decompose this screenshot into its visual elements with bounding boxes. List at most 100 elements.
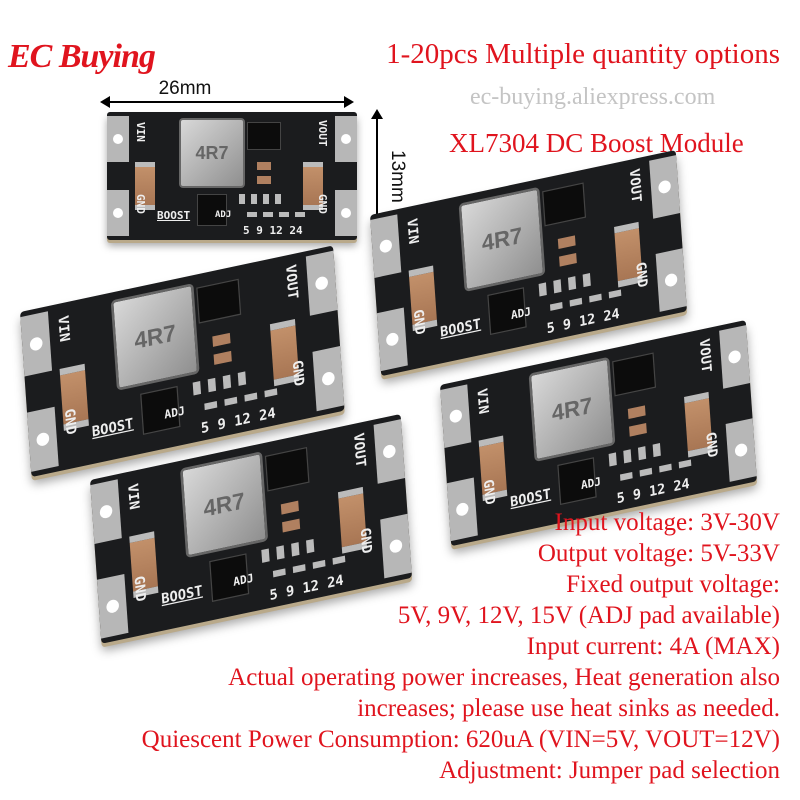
solder-pad <box>649 155 681 219</box>
spec-line: Input voltage: 3V-30V <box>554 509 780 536</box>
resistor <box>623 449 632 464</box>
gnd-label: GND <box>61 407 80 437</box>
mounting-hole <box>99 503 113 520</box>
product-title: XL7304 DC Boost Module <box>449 128 744 158</box>
resistor <box>652 443 661 458</box>
resistor <box>275 194 281 204</box>
jumper-pad <box>247 212 257 217</box>
spec-line: Fixed output voltage: <box>566 571 780 598</box>
jumper-pad <box>678 459 692 469</box>
mounting-hole <box>734 442 748 458</box>
jumper-pad <box>639 467 653 477</box>
width-arrow-icon <box>100 96 354 108</box>
mounting-hole <box>314 275 329 291</box>
solder-pad <box>725 418 757 482</box>
height-dimension-label: 13mm <box>387 150 408 203</box>
mounting-hole <box>658 179 672 195</box>
voltage-labels: 5 9 12 24 <box>616 475 691 508</box>
jumper-pad <box>589 293 602 303</box>
adj-label: ADJ <box>510 306 532 323</box>
mounting-hole <box>728 349 742 365</box>
jumper-pad <box>608 289 622 299</box>
vout-label: VOUT <box>626 167 645 205</box>
inductor: 4R7 <box>458 186 546 292</box>
solder-pad <box>20 311 53 377</box>
solder-pad <box>90 479 122 544</box>
gnd-label: GND <box>632 260 651 289</box>
resistor <box>538 282 547 297</box>
mounting-hole <box>36 431 50 448</box>
solder-pad <box>27 406 59 472</box>
spec-line: Quiescent Power Consumption: 620uA (VIN=… <box>141 726 780 753</box>
adj-label: ADJ <box>580 476 602 493</box>
resistor <box>222 374 232 390</box>
solder-pad <box>373 419 406 484</box>
spec-line: 5V, 9V, 12V, 15V (ADJ pad available) <box>397 602 780 629</box>
regulator-chip <box>612 352 657 397</box>
capacitor <box>303 162 323 210</box>
gnd-label: GND <box>480 477 498 507</box>
smd-capacitor <box>559 252 577 267</box>
solder-pad <box>335 116 357 162</box>
width-dimension-label: 26mm <box>158 78 212 99</box>
gnd-label: GND <box>134 194 147 214</box>
jumper-pad <box>264 388 278 398</box>
solder-pad <box>305 250 338 316</box>
smd-capacitor <box>629 422 647 437</box>
vin-label: VIN <box>54 314 73 344</box>
mounting-hole <box>341 208 351 218</box>
boost-label: BOOST <box>157 209 191 222</box>
adj-label: ADJ <box>215 210 232 220</box>
resistor <box>237 371 247 386</box>
resistor <box>263 194 269 204</box>
spec-line: Adjustment: Jumper pad selection <box>439 757 780 784</box>
vout-label: VOUT <box>282 263 302 301</box>
gnd-label: GND <box>702 430 721 459</box>
jumper-pad <box>279 212 289 217</box>
vin-label: VIN <box>134 122 147 142</box>
spec-line: increases; please use heat sinks as need… <box>357 695 780 722</box>
smd-capacitor <box>213 350 232 365</box>
solder-pad <box>107 190 129 236</box>
jumper-pad <box>295 212 305 217</box>
vout-label: VOUT <box>350 431 369 469</box>
headline: 1-20pcs Multiple quantity options <box>386 38 780 70</box>
solder-pad <box>107 116 129 162</box>
mounting-hole <box>379 238 393 254</box>
capacitor <box>135 162 155 210</box>
solder-pad <box>335 190 357 236</box>
mounting-hole <box>321 370 336 387</box>
regulator-chip <box>247 122 281 150</box>
solder-pad <box>440 384 472 448</box>
jumper-pad <box>549 301 563 311</box>
spec-line: Actual operating power increases, Heat g… <box>228 664 780 691</box>
gnd-label: GND <box>316 194 329 214</box>
inductor: 4R7 <box>528 356 616 462</box>
brand-logo: EC Buying <box>8 38 156 75</box>
inductor: 4R7 <box>179 118 245 188</box>
mounting-hole <box>382 443 396 460</box>
smd-capacitor <box>627 405 646 420</box>
resistor <box>637 446 647 461</box>
solder-pad <box>376 307 408 372</box>
boost-label: BOOST <box>91 414 134 441</box>
resistor <box>251 194 257 204</box>
solder-pad <box>655 248 687 312</box>
spec-line: Input current: 4A (MAX) <box>526 633 780 660</box>
jumper-pad <box>244 392 258 402</box>
inductor: 4R7 <box>110 283 200 391</box>
mounting-hole <box>664 272 678 288</box>
resistor <box>239 194 245 204</box>
mounting-hole <box>113 134 123 144</box>
mounting-hole <box>385 331 399 347</box>
smd-capacitor <box>257 176 271 184</box>
voltage-labels: 5 9 12 24 <box>243 224 303 237</box>
vin-label: VIN <box>473 387 492 416</box>
mounting-hole <box>29 336 43 352</box>
resistor <box>567 276 577 291</box>
adj-label: ADJ <box>164 405 186 423</box>
solder-pad <box>370 214 402 278</box>
regulator-chip <box>196 278 242 324</box>
